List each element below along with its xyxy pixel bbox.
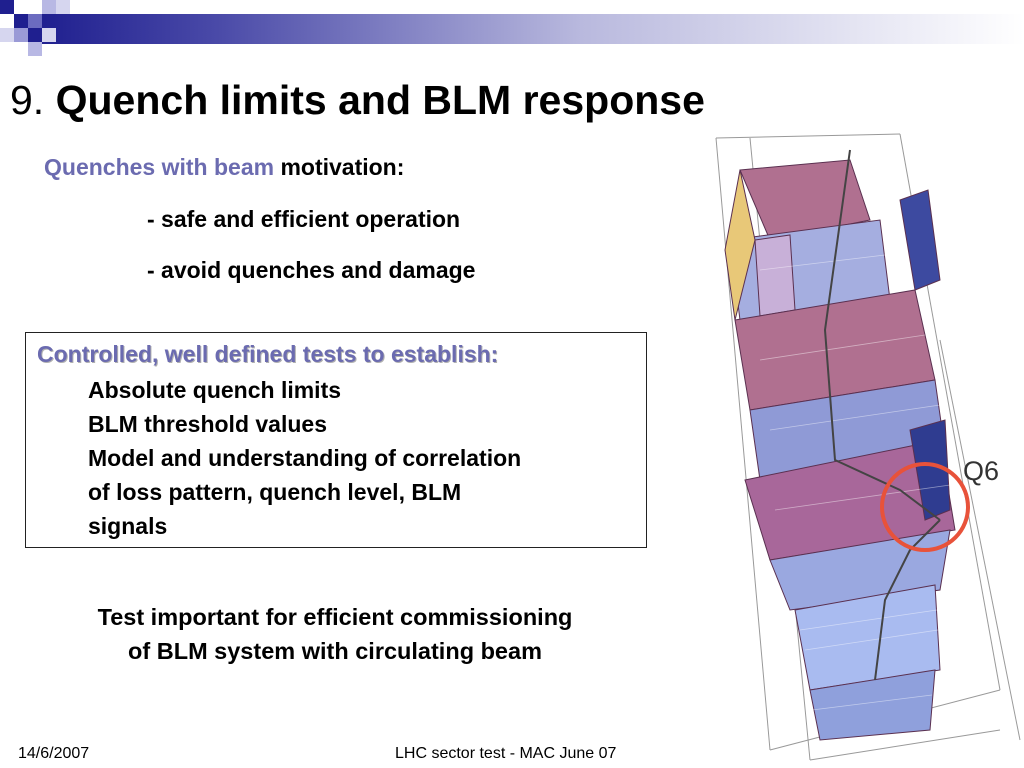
- title-number: 9.: [10, 77, 45, 123]
- motivation-line: Quenches with beam motivation:: [44, 152, 404, 182]
- tests-box: Controlled, well defined tests to establ…: [25, 332, 647, 548]
- box-list-item: signals: [88, 513, 168, 539]
- magnet-loss-simulation-image: [715, 133, 1021, 761]
- motivation-rest: motivation:: [280, 154, 405, 180]
- bullet-item: - avoid quenches and damage: [147, 257, 476, 283]
- conclusion-text: Test important for efficient commissioni…: [30, 600, 640, 668]
- footer-date: 14/6/2007: [18, 745, 90, 762]
- slide-title: 9. Quench limits and BLM response: [10, 76, 705, 124]
- conclusion-line: of BLM system with circulating beam: [128, 638, 542, 664]
- box-list-item: BLM threshold values: [88, 411, 327, 437]
- box-heading: Controlled, well defined tests to establ…: [37, 341, 499, 367]
- conclusion-line: Test important for efficient commissioni…: [97, 604, 573, 630]
- header-squares-decoration: [0, 0, 70, 56]
- figure-label-q6: Q6: [963, 456, 1000, 486]
- motivation-highlight: Quenches with beam: [44, 154, 275, 180]
- footer-title: LHC sector test - MAC June 07: [395, 745, 617, 762]
- title-text: Quench limits and BLM response: [55, 77, 705, 123]
- bullet-item: - safe and efficient operation: [147, 206, 461, 232]
- box-list-item: of loss pattern, quench level, BLM: [88, 479, 462, 505]
- box-list-item: Absolute quench limits: [88, 377, 342, 403]
- header-gradient-band: [40, 14, 1024, 44]
- box-list-item: Model and understanding of correlation: [88, 445, 522, 471]
